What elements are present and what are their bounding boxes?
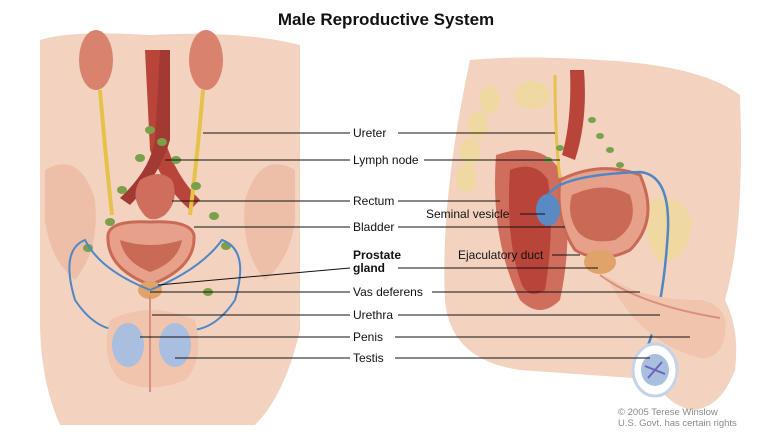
label-bladder: Bladder xyxy=(353,220,395,234)
credit-line2: U.S. Govt. has certain rights xyxy=(618,418,737,429)
leader-lines xyxy=(140,132,690,359)
label-ejaculatory-duct: Ejaculatory duct xyxy=(458,248,544,262)
prostate-side xyxy=(584,250,616,274)
label-seminal-vesicle: Seminal vesicle xyxy=(426,207,510,221)
label-testis: Testis xyxy=(353,351,384,365)
kidney-left xyxy=(79,30,113,90)
credit-line1: © 2005 Terese Winslow xyxy=(618,407,718,418)
testis-right xyxy=(159,323,191,367)
label-lymph-node: Lymph node xyxy=(353,153,419,167)
label-urethra: Urethra xyxy=(353,308,394,322)
label-vas-deferens: Vas deferens xyxy=(353,285,423,299)
diagram-title: Male Reproductive System xyxy=(277,10,495,29)
spine xyxy=(456,81,550,192)
lymph-nodes-side xyxy=(544,117,624,168)
seminal-vesicle xyxy=(536,194,560,226)
ureter-left xyxy=(98,89,114,216)
label-rectum: Rectum xyxy=(353,194,395,208)
testis-left xyxy=(112,323,144,367)
rectum-frontal xyxy=(135,174,175,220)
kidney-right xyxy=(189,30,223,90)
lymph-nodes-frontal xyxy=(83,126,231,296)
label-penis: Penis xyxy=(353,330,384,344)
sagittal-view xyxy=(444,57,741,410)
label-prostate-line1: Prostate xyxy=(353,248,402,262)
label-prostate-line2: gland xyxy=(353,261,385,275)
label-ureter: Ureter xyxy=(353,126,387,140)
